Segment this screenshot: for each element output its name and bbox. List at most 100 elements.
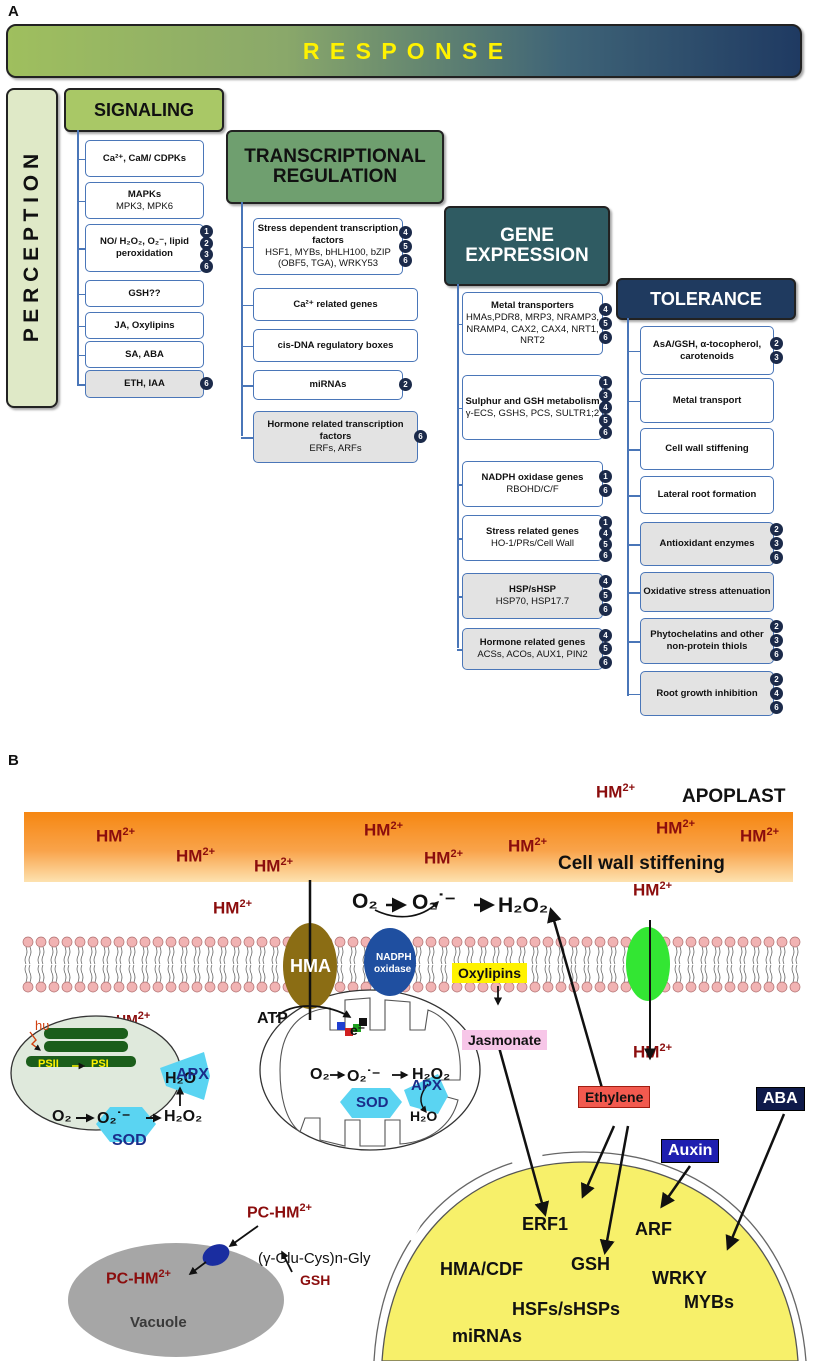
gene_expression-box-sub: ACSs, ACOs, AUX1, PIN2 [477,649,588,660]
electron-square-green [353,1024,361,1032]
lipid-head [48,981,60,993]
nucleus-arf: ARF [635,1219,672,1239]
lipid-tail [193,946,197,965]
psii-label: PSII [38,1058,59,1070]
lipid-tail [544,964,548,983]
hm-ion-base: HM [596,782,623,802]
lipid-head [412,936,424,948]
tolerance-box-title: AsA/GSH, α-tocopherol, carotenoids [652,338,762,362]
signaling-box-5: SA, ABA [85,341,204,368]
lipid-tail [54,946,58,965]
lipid-tail [28,946,32,965]
reference-badge: 5 [599,642,612,656]
lipid-tail [41,964,45,983]
lipid-tail [76,964,80,983]
reference-badge: 4 [599,401,612,415]
lipid-head [711,936,723,948]
mito-h2o2: H₂O₂ [412,1066,451,1083]
lipid-head [529,936,541,948]
reference-badge: 2 [770,672,783,686]
nadph-oxidase [364,928,416,996]
nadph-label-1: NADPH [376,952,412,963]
gene_expression-box-sub: HSP70, HSP17.7 [495,596,570,607]
chloro-sod: SOD [112,1132,147,1149]
oxylipins-box: Oxylipins [452,963,528,983]
signaling-header: SIGNALING [64,88,224,132]
lipid-tail [353,964,357,983]
lipid-head [74,936,86,948]
transcriptional-box-title: cis-DNA regulatory boxes [277,339,394,351]
lipid-tail [505,946,509,965]
mito-apx: APX [411,1077,442,1094]
gene_expression-box-title: Hormone related genes [479,637,586,649]
connector-tick [457,323,462,325]
lipid-tail [691,964,695,983]
lipid-head [698,981,710,993]
hm-ion-charge: 2+ [450,848,463,860]
lipid-tail [89,964,93,983]
lipid-tail [557,946,561,965]
lipid-tail [245,946,249,965]
reference-badge: 6 [770,551,783,564]
lipid-head [490,936,502,948]
lipid-tail [80,964,84,983]
gene_expression-box-title: NADPH oxidase genes [481,472,584,484]
gene_expression-box-sub: RBOHD/C/F [506,484,559,495]
lipid-tail [93,964,97,983]
lipid-head [269,981,281,993]
lipid-head [568,936,580,948]
lipid-tail [145,946,149,965]
lipid-tail [726,964,730,983]
lipid-tail [574,946,578,965]
lipid-tail [496,946,500,965]
lipid-tail [570,946,574,965]
hm-ion-base: HM [96,826,123,846]
lipid-tail [128,964,132,983]
lipid-tail [54,964,58,983]
lipid-tail [340,964,344,983]
transcriptional-box-sub: ERFs, ARFs [309,442,362,454]
tolerance-box-3: Lateral root formation [640,476,774,514]
lipid-tail [37,964,41,983]
pc-hm-cytosol-base: PC-HM [247,1204,300,1222]
psi-label: PSI [91,1058,109,1070]
lipid-tail [171,964,175,983]
lipid-tail [548,946,552,965]
lipid-tail [219,964,223,983]
lipid-head [555,981,567,993]
lipid-tail [583,946,587,965]
lipid-tail [583,964,587,983]
lipid-tail [180,946,184,965]
signaling-box-title: Ca²⁺, CaM/ CDPKs [102,152,187,164]
lipid-tail [24,946,28,965]
transcriptional-box-title: Hormone related transcription factors [267,419,404,443]
mito-h2o: H₂O [410,1108,438,1124]
lipid-head [542,981,554,993]
lipid-tail [674,964,678,983]
lipid-head [594,936,606,948]
reference-badge: 6 [599,484,612,497]
perception-label: P E R C E P T I O N [19,153,43,343]
reference-badge: 1 [200,225,213,238]
hm-ion-charge: 2+ [659,1042,672,1054]
nucleus-wrky: WRKY [652,1268,707,1288]
lipid-head [685,981,697,993]
connector-tick [241,246,253,248]
connector-tick [241,304,253,306]
nucleus-hsfs: HSFs/sHSPs [512,1299,621,1319]
hm-ion: HM2+ [633,880,672,901]
gene-expression-title-2: EXPRESSION [465,245,589,266]
lipid-tail [80,946,84,965]
lipid-tail [63,946,67,965]
lipid-tail [717,946,721,965]
connector-tick [77,293,85,295]
connector-tick [77,354,85,356]
nucleus-mirnas: miRNAs [452,1326,523,1346]
reference-badge: 3 [599,388,612,402]
lipid-head [87,981,99,993]
tolerance-box-7: Root growth inhibition [640,671,774,716]
lipid-tail [557,964,561,983]
